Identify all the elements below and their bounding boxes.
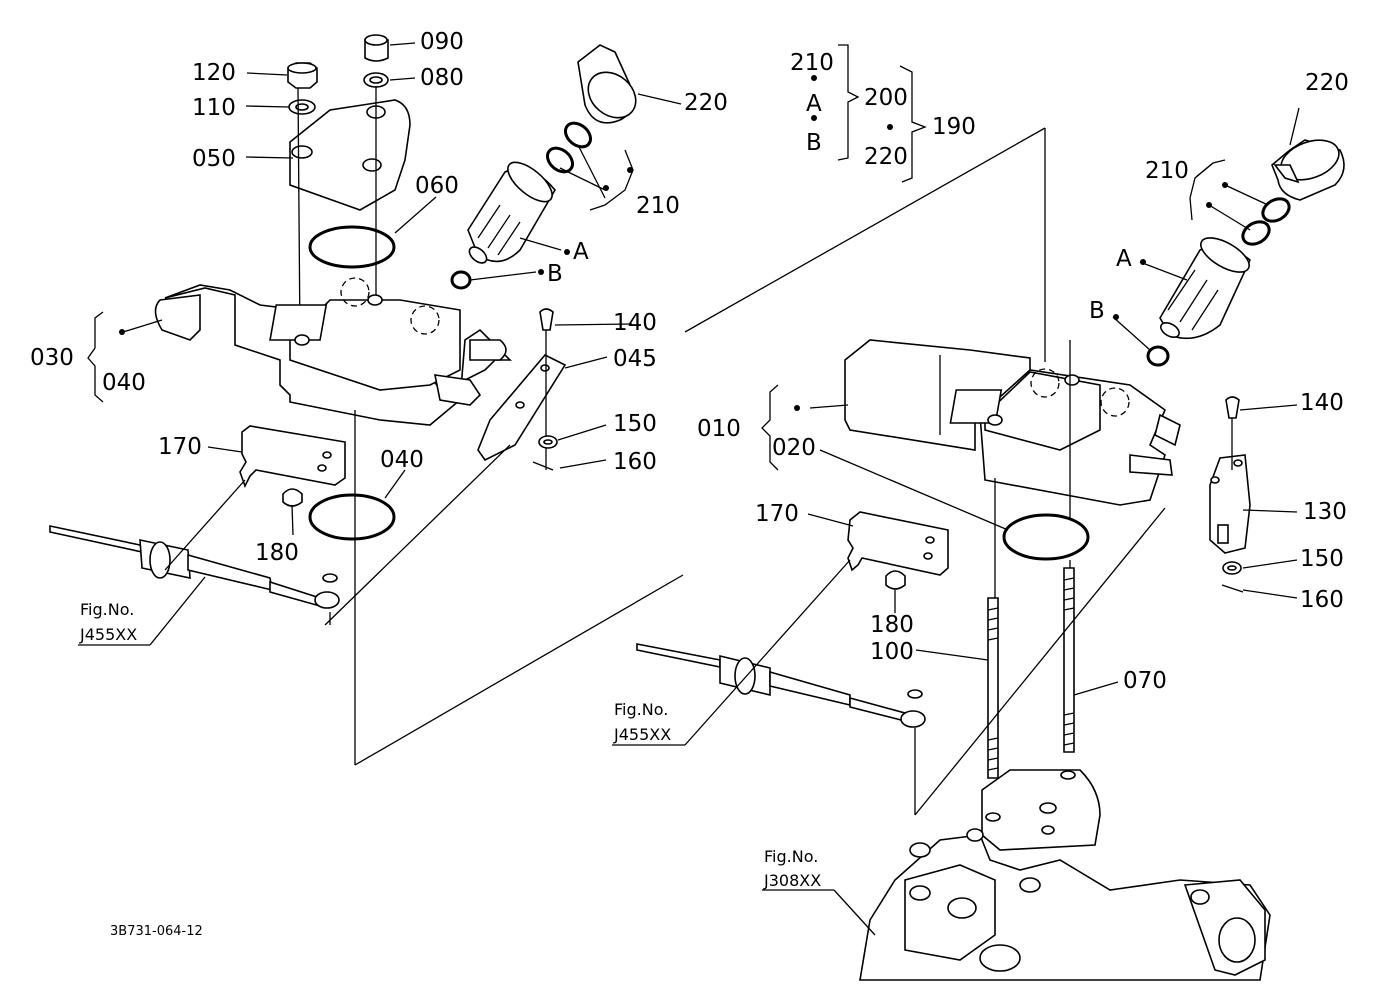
group-label-210: 210 [790,50,834,76]
callout-labels: 120 110 050 090 080 060 220 210 A B 030 … [30,29,1349,939]
label-180-left: 180 [255,540,299,566]
label-080: 080 [420,65,464,91]
label-120: 120 [192,60,236,86]
label-220-left: 220 [684,90,728,116]
label-050: 050 [192,146,236,172]
group-label-200: 200 [864,85,908,111]
label-170-left: 170 [158,434,202,460]
label-210-left: 210 [636,193,680,219]
label-030: 030 [30,345,74,371]
label-b-right: B [1089,298,1105,324]
label-070: 070 [1123,668,1167,694]
label-160-left: 160 [613,449,657,475]
label-010: 010 [697,416,741,442]
group-label-b: B [806,130,822,156]
label-170-right: 170 [755,501,799,527]
label-140-right: 140 [1300,390,1344,416]
label-a-right: A [1116,246,1132,272]
label-220-right: 220 [1305,70,1349,96]
label-160-right: 160 [1300,587,1344,613]
kit-group-190 [811,44,927,183]
label-040-bottom: 040 [380,447,424,473]
fig-ref-bottom-label: Fig.No. [764,847,818,866]
fig-ref-right-number: J455XX [613,725,671,744]
label-090: 090 [420,29,464,55]
label-b-left: B [547,261,563,287]
label-110: 110 [192,95,236,121]
label-180-right: 180 [870,612,914,638]
group-label-a: A [806,91,822,117]
label-020: 020 [772,435,816,461]
right-assembly [612,107,1345,981]
label-040-top: 040 [102,370,146,396]
label-045: 045 [613,346,657,372]
label-130: 130 [1303,499,1347,525]
label-150-right: 150 [1300,546,1344,572]
label-150-left: 150 [613,411,657,437]
fig-ref-bottom-number: J308XX [763,871,821,890]
left-assembly [49,34,684,766]
group-label-190: 190 [932,114,976,140]
drawing-code: 3B731-064-12 [110,924,203,939]
fig-ref-left-number: J455XX [79,625,137,644]
group-label-220: 220 [864,144,908,170]
label-a-left: A [573,239,589,265]
fig-ref-left-label: Fig.No. [80,600,134,619]
fig-ref-right-label: Fig.No. [614,700,668,719]
label-140-left: 140 [613,310,657,336]
label-210-right: 210 [1145,158,1189,184]
label-100: 100 [870,639,914,665]
label-060: 060 [415,173,459,199]
